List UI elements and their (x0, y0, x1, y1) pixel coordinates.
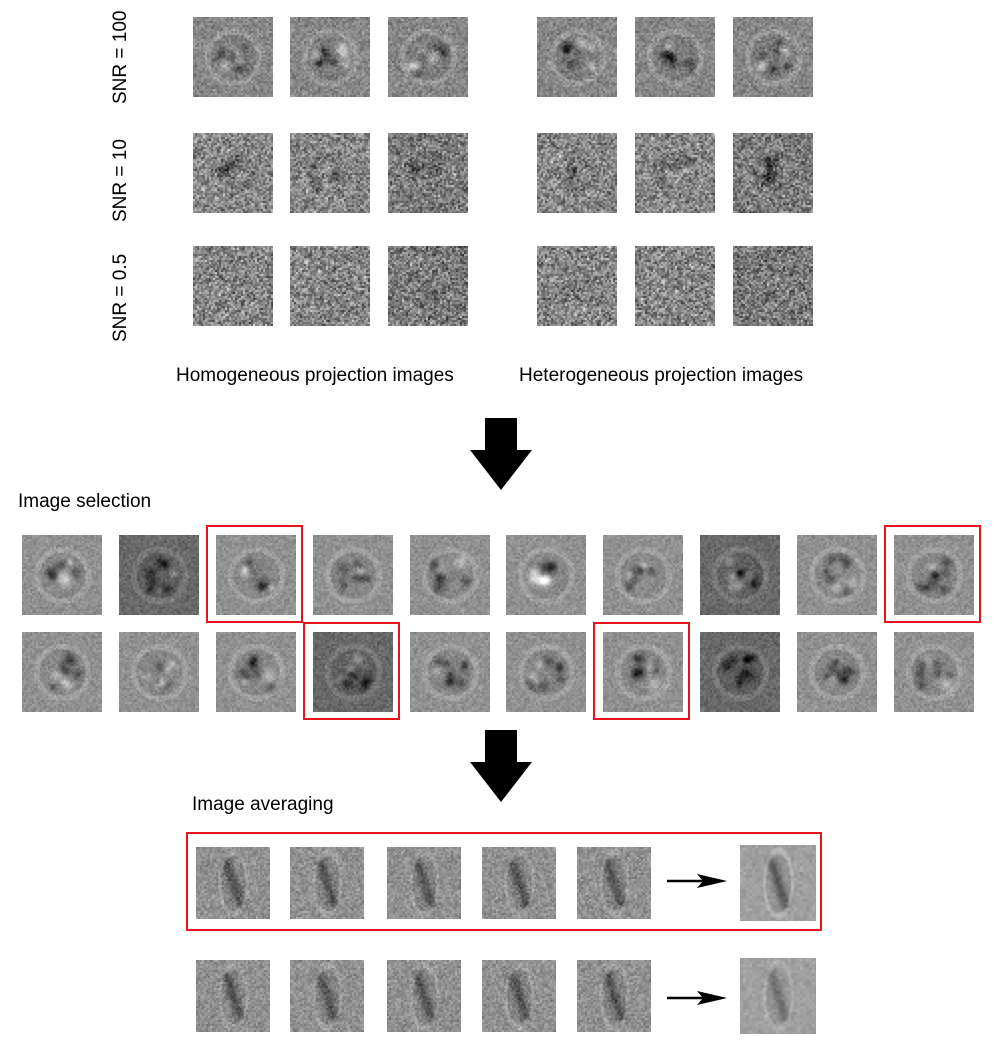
row-label-snr-100: SNR = 100 (110, 10, 131, 104)
candidate-image (797, 632, 877, 712)
heterogeneous-caption: Heterogeneous projection images (519, 365, 804, 386)
input-image (196, 960, 270, 1032)
homogeneous-projection-image (193, 246, 273, 326)
heterogeneous-projection-image (635, 133, 715, 213)
down-arrow-icon (470, 418, 532, 490)
image-averaging-title: Image averaging (192, 794, 334, 815)
homogeneous-projection-image (388, 17, 468, 97)
homogeneous-caption: Homogeneous projection images (176, 365, 454, 386)
candidate-image (797, 535, 877, 615)
candidate-image (410, 632, 490, 712)
selected-image-highlight (884, 525, 981, 623)
homogeneous-projection-image (290, 246, 370, 326)
candidate-image (216, 535, 296, 615)
input-image (196, 847, 270, 919)
right-arrow-icon (667, 874, 727, 888)
heterogeneous-projection-image (537, 17, 617, 97)
candidate-image (506, 632, 586, 712)
candidate-image (119, 535, 199, 615)
input-image (482, 847, 556, 919)
averaged-image (740, 845, 816, 921)
candidate-image (22, 632, 102, 712)
candidate-image (603, 632, 683, 712)
heterogeneous-projection-image (733, 246, 813, 326)
input-image (387, 960, 461, 1032)
image-selection-title: Image selection (18, 491, 152, 512)
candidate-image (313, 632, 393, 712)
heterogeneous-projection-image (537, 133, 617, 213)
input-image (577, 960, 651, 1032)
candidate-image (216, 632, 296, 712)
input-image (482, 960, 556, 1032)
input-image (577, 847, 651, 919)
row-label-snr-0-5: SNR = 0.5 (110, 253, 131, 342)
candidate-image (700, 535, 780, 615)
candidate-image (119, 632, 199, 712)
heterogeneous-projection-image (733, 17, 813, 97)
heterogeneous-projection-image (733, 133, 813, 213)
averaging-highlight-box (186, 832, 822, 931)
candidate-image (894, 632, 974, 712)
input-image (290, 847, 364, 919)
heterogeneous-projection-image (537, 246, 617, 326)
down-arrow-icon (470, 730, 532, 802)
candidate-image (22, 535, 102, 615)
selected-image-highlight (206, 525, 303, 623)
row-label-snr-10: SNR = 10 (110, 139, 131, 222)
candidate-image (410, 535, 490, 615)
candidate-image (603, 535, 683, 615)
averaged-image (740, 958, 816, 1034)
input-image (290, 960, 364, 1032)
input-image (387, 847, 461, 919)
candidate-image (313, 535, 393, 615)
candidate-image (700, 632, 780, 712)
selected-image-highlight (593, 622, 690, 720)
homogeneous-projection-image (290, 133, 370, 213)
heterogeneous-projection-image (635, 17, 715, 97)
homogeneous-projection-image (290, 17, 370, 97)
candidate-image (506, 535, 586, 615)
homogeneous-projection-image (388, 133, 468, 213)
heterogeneous-projection-image (635, 246, 715, 326)
right-arrow-icon (667, 991, 727, 1005)
selected-image-highlight (303, 622, 400, 720)
homogeneous-projection-image (193, 133, 273, 213)
homogeneous-projection-image (388, 246, 468, 326)
homogeneous-projection-image (193, 17, 273, 97)
candidate-image (894, 535, 974, 615)
